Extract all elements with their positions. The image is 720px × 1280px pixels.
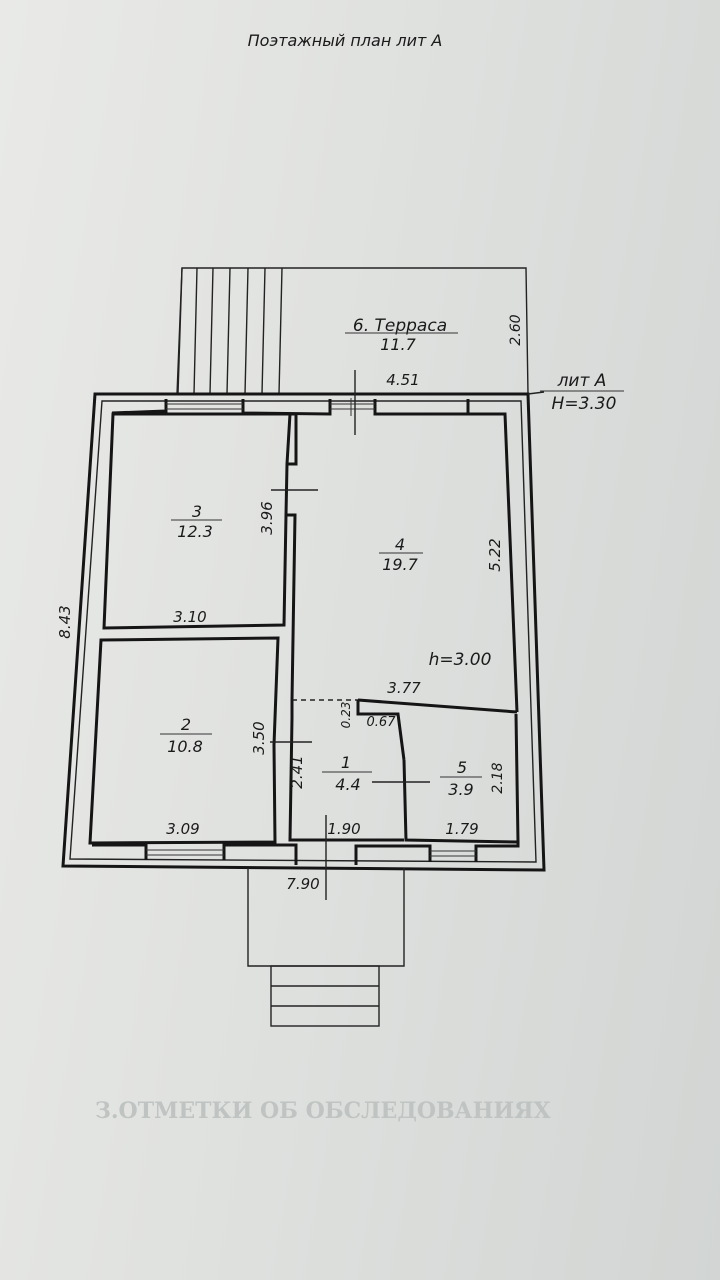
dim-width-5: 1.79 [445,820,478,838]
inner-height: h=3.00 [429,650,492,670]
dim-terrace-depth: 2.60 [508,314,524,345]
room-1-walls [288,700,404,842]
room-2: 2 10.8 3.09 3.50 [88,636,280,845]
liter-name: лит А [557,371,607,391]
dim-width-4: 4.51 [386,371,419,389]
partition-lower [286,513,297,701]
room-5-walls [402,713,520,844]
room-5-number: 5 [457,758,467,777]
dim-width-3: 3.10 [173,608,206,626]
wall-4-5: 0.23 0.67 [339,698,518,761]
windows-top [166,370,375,435]
bottom-wall-seg-4 [474,842,520,862]
room-3: 3 12.3 3.10 3.96 [102,412,292,630]
dim-width-4-bottom: 3.77 [387,679,421,697]
dim-small-a: 0.23 [339,702,353,729]
room-2-number: 2 [181,715,191,734]
room-5-area: 3.9 [448,780,473,799]
room-2-walls [88,636,280,845]
outer-walls [61,392,546,872]
dim-height-2: 3.50 [250,721,268,754]
outer-wall-mid-line [69,400,537,863]
plan-title: Поэтажный план лит А [248,31,443,50]
room-6-area: 11.7 [380,335,416,354]
dim-overall-height: 8.43 [56,605,74,638]
room-1-number: 1 [341,753,351,772]
wall-inner-top-left [111,399,168,415]
room-4-number: 4 [395,535,405,554]
bottom-wall-segments [92,842,520,865]
liter-leader [527,391,545,395]
room-3-number: 3 [192,502,202,521]
dim-height-3: 3.96 [258,501,276,534]
room-1-area: 4.4 [335,775,360,794]
bottom-wall-seg-3 [354,844,432,865]
entrance-stairs [270,965,380,1027]
dim-width-2: 3.09 [166,820,199,838]
room-2-area: 10.8 [167,737,203,756]
room-5: 5 3.9 2.18 1.79 [372,713,520,844]
bottom-wall-seg-1 [92,843,148,860]
partition-upper [287,412,298,466]
room-1: 1 4.4 2.41 1.90 [270,700,404,900]
wall-inner-top-right [373,399,470,416]
dim-small-b: 0.67 [367,715,397,730]
liter-label: лит А H=3.30 [527,371,624,414]
bottom-wall-seg-2 [222,843,298,865]
wall-4-bottom [357,698,518,714]
room-6-number: 6. Терраса [353,316,447,336]
dim-height-1: 2.41 [288,755,306,788]
wall-inner-right [468,412,519,713]
outer-wall-outer-line [61,392,546,872]
dim-width-1: 1.90 [327,820,360,838]
room-4-area: 19.7 [382,555,418,574]
partition-3-4 [271,412,318,701]
room-3-area: 12.3 [177,522,213,541]
entrance-porch: 7.90 [247,868,405,1027]
room-4: 4 19.7 4.51 5.22 h=3.00 3.77 [292,371,504,701]
dim-height-5: 2.18 [490,762,506,793]
terrace-steps [177,267,283,395]
liter-height: H=3.30 [552,394,617,414]
dim-overall-width: 7.90 [286,875,319,893]
terrace: 6. Терраса 11.7 2.60 [176,267,529,395]
dim-height-4: 5.22 [486,538,504,571]
background-text: З.ОТМЕТКИ ОБ ОБСЛЕДОВАНИЯХ [95,1098,552,1124]
wall-1-5-upper [356,700,406,761]
